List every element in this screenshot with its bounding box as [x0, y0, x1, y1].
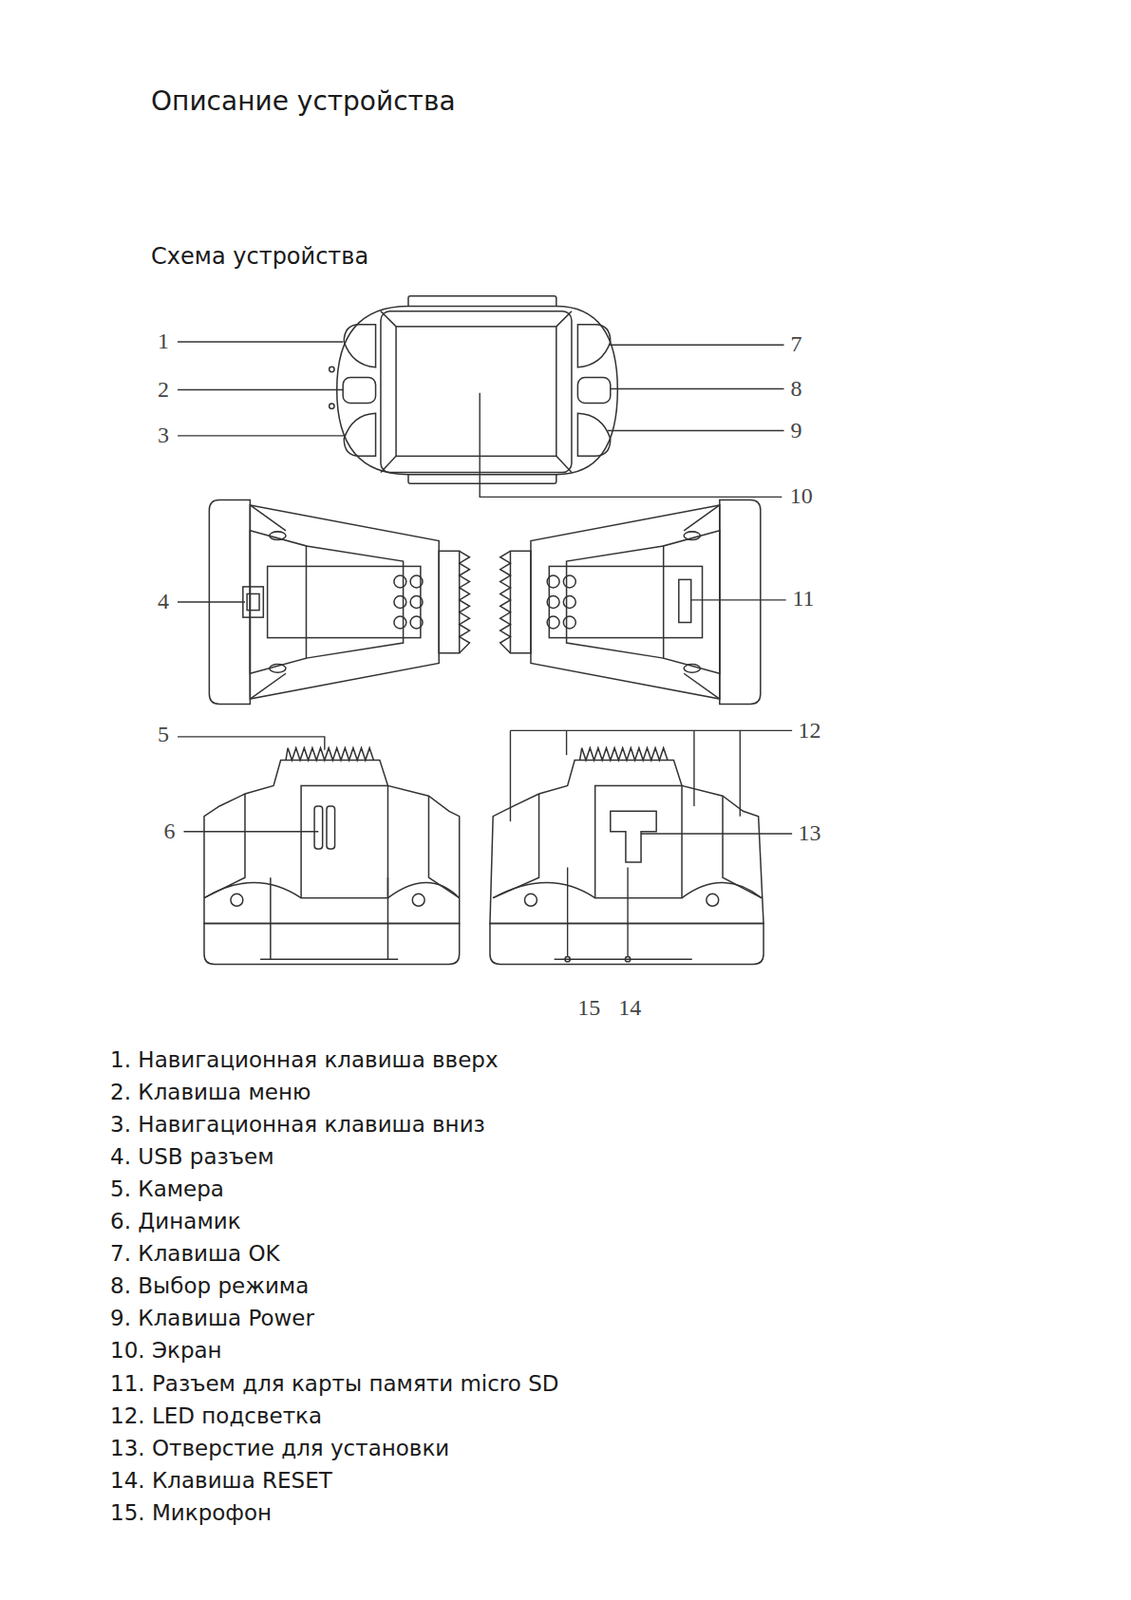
leader-lines: [177, 341, 792, 957]
callout-number: 14: [618, 995, 641, 1022]
callout-number: 2: [157, 377, 170, 404]
callout-number: 12: [797, 717, 821, 745]
callout-number: 8: [790, 376, 802, 403]
legend-item: 3. Навигационная клавиша вниз: [110, 1112, 486, 1137]
callout-number: 13: [797, 820, 821, 848]
side-view: [208, 500, 470, 705]
callout-number: 10: [790, 484, 813, 511]
legend-item: 2. Клавиша меню: [110, 1079, 311, 1105]
callout-number: 1: [157, 328, 170, 356]
legend-item: 7. Клавиша OK: [110, 1241, 281, 1266]
side-view-mirrored: [500, 500, 761, 705]
legend-item: 9. Клавиша Power: [110, 1305, 315, 1331]
bottom-view-back: [490, 748, 764, 965]
legend-item: 8. Выбор режима: [110, 1273, 309, 1299]
callout-number: 3: [157, 422, 170, 450]
legend-item: 14. Клавиша RESET: [110, 1468, 333, 1493]
sd-slot: [678, 579, 692, 623]
legend-item: 1. Навигационная клавиша вверх: [110, 1047, 498, 1073]
callout-number: 7: [790, 332, 802, 359]
legend-item: 13. Отверстие для установки: [110, 1434, 450, 1460]
legend-item: 11. Разъем для карты памяти micro SD: [110, 1370, 559, 1395]
callout-number: 9: [790, 417, 802, 445]
legend-item: 5. Камера: [110, 1176, 225, 1202]
legend-item: 15. Микрофон: [110, 1500, 272, 1526]
callout-number: 6: [163, 818, 175, 846]
bottom-view: [204, 748, 460, 965]
legend-item: 4. USB разъем: [110, 1144, 274, 1169]
legend-item: 10. Экран: [110, 1338, 223, 1363]
section-heading: Схема устройства: [150, 244, 369, 271]
front-view: [329, 296, 619, 485]
legend-item: 6. Динамик: [110, 1208, 242, 1234]
callout-number: 4: [157, 588, 170, 616]
legend-item: 12. LED подсветка: [110, 1402, 322, 1428]
callout-number: 5: [157, 721, 170, 749]
callout-number: 11: [791, 585, 814, 613]
callout-number: 15: [577, 995, 601, 1022]
page-title: Описание устройства: [150, 86, 455, 117]
